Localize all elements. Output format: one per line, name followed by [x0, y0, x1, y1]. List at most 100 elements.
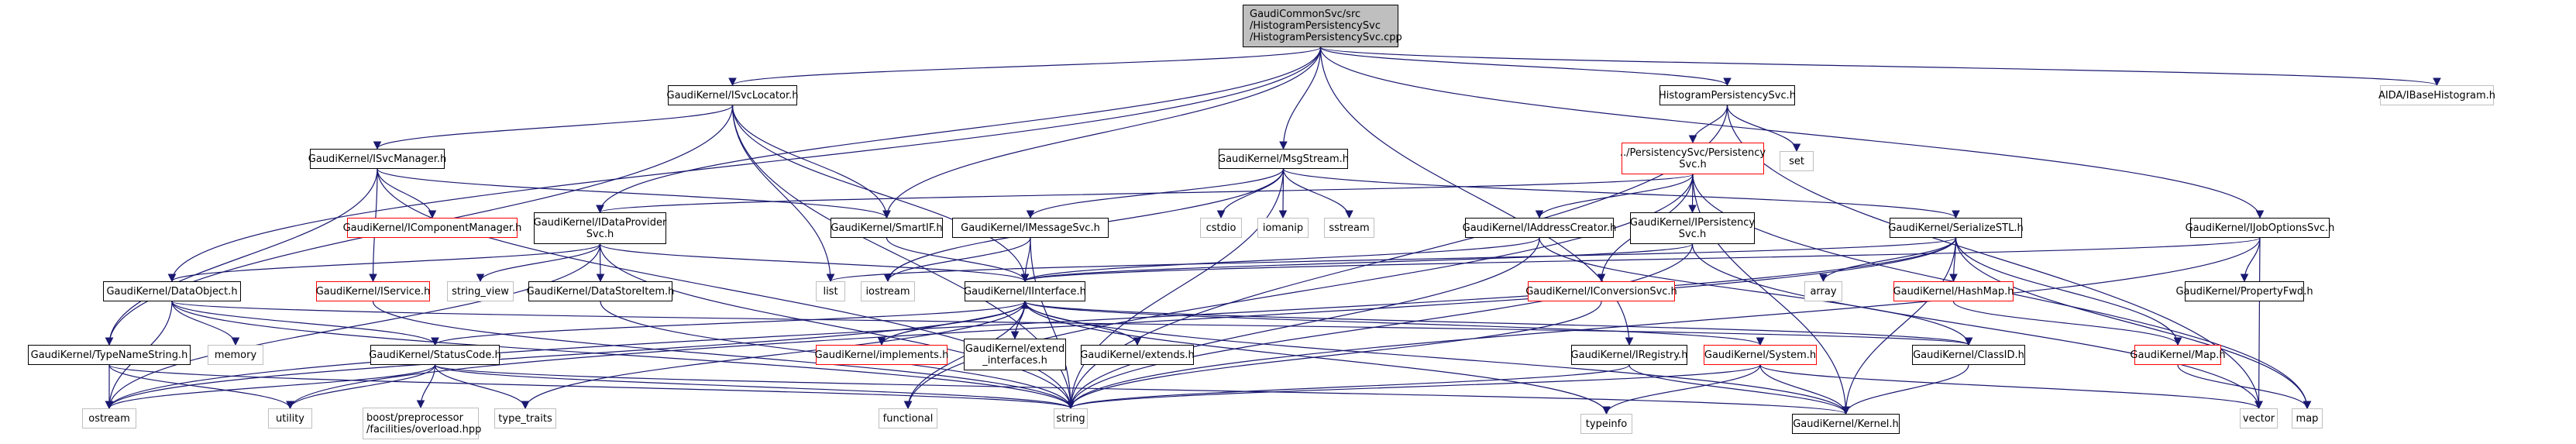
node-label: GaudiCommonSvc/src /HistogramPersistency… — [1250, 9, 1402, 43]
node-label: GaudiKernel/DataStoreItem.h — [526, 285, 675, 298]
edge-iaddresscreator-to-string — [1066, 237, 1540, 410]
edge-root-to-idataprovidersvc — [596, 46, 1322, 214]
node-implements[interactable]: GaudiKernel/implements.h — [814, 345, 949, 365]
node-icomponentmanager[interactable]: GaudiKernel/IComponentManager.h — [343, 218, 521, 238]
node-ijoboptionssvc[interactable]: GaudiKernel/IJobOptionsSvc.h — [2186, 218, 2334, 238]
edge-root-to-ijoboptionssvc — [1319, 46, 2265, 219]
edge-ipersistencysvc-to-string — [1066, 243, 1694, 410]
node-label: HistogramPersistencySvc.h — [1659, 89, 1796, 102]
edge-classid-to-kernel — [1842, 364, 1969, 415]
edge-serializestl-to-utility — [286, 237, 1957, 410]
edge-serializestl-to-kernel — [1842, 237, 1957, 415]
node-label: GaudiKernel/IMessageSvc.h — [961, 222, 1100, 234]
node-iaddresscreator[interactable]: GaudiKernel/IAddressCreator.h — [1463, 218, 1616, 238]
edge-system-to-typeinfo — [1602, 364, 1761, 415]
node-extends[interactable]: GaudiKernel/extends.h — [1080, 345, 1195, 365]
node-label: list — [823, 285, 838, 298]
node-msgstream[interactable]: GaudiKernel/MsgStream.h — [1218, 149, 1350, 169]
edge-serializestl-to-array — [1819, 237, 1957, 283]
edge-root-to-aida — [1319, 46, 2441, 87]
node-statuscode[interactable]: GaudiKernel/StatusCode.h — [369, 345, 501, 365]
node-persistencysvc[interactable]: ../PersistencySvc/Persistency Svc.h — [1620, 143, 1766, 174]
edge-dataobject-to-classid — [171, 301, 1972, 346]
edge-root-to-dataobject — [167, 46, 1322, 283]
edge-persistencysvc-to-iaddresscreator — [1535, 174, 1694, 219]
node-isvclocator[interactable]: GaudiKernel/ISvcLocator.h — [667, 85, 798, 105]
node-list: list — [816, 281, 845, 301]
node-memory: memory — [208, 345, 263, 365]
node-serializestl[interactable]: GaudiKernel/SerializeSTL.h — [1888, 218, 2024, 238]
node-label: string_view — [452, 285, 509, 298]
edge-statuscode-to-ostream — [105, 364, 436, 410]
node-label: GaudiKernel/IConversionSvc.h — [1525, 285, 1677, 298]
node-label: cstdio — [1205, 222, 1236, 234]
edge-typenamestring-to-utility — [108, 364, 294, 410]
node-string-view: string_view — [447, 281, 514, 301]
node-datastoreitem[interactable]: GaudiKernel/DataStoreItem.h — [526, 281, 675, 301]
node-label: GaudiKernel/IPersistency Svc.h — [1629, 216, 1756, 240]
edge-idataprovidersvc-to-iinterface — [599, 243, 1030, 283]
edge-root-to-smartif — [882, 46, 1322, 219]
node-smartif[interactable]: GaudiKernel/SmartIF.h — [831, 218, 943, 238]
node-label: GaudiKernel/HashMap.h — [1893, 285, 2014, 298]
edge-system-to-string — [1066, 364, 1761, 410]
edge-iconversionsvc-to-string — [1066, 301, 1602, 410]
edge-hashmap-to-map_h — [1952, 301, 2182, 346]
node-label: GaudiKernel/PropertyFwd.h — [2175, 285, 2313, 298]
edge-typenamestring-to-string — [108, 364, 1075, 410]
node-iservice[interactable]: GaudiKernel/IService.h — [316, 281, 430, 301]
node-label: GaudiKernel/TypeNameString.h — [30, 349, 188, 361]
edge-imessagesvc-to-iinterface — [1020, 237, 1031, 283]
node-label: GaudiKernel/ClassID.h — [1913, 349, 2024, 361]
edge-serializestl-to-list — [827, 237, 1957, 283]
edge-dataobject-to-string — [171, 301, 1075, 410]
edge-ijoboptionssvc-to-vector — [2254, 237, 2263, 410]
node-typenamestring[interactable]: GaudiKernel/TypeNameString.h — [28, 345, 191, 365]
node-label: GaudiKernel/DataObject.h — [106, 285, 238, 298]
node-extend-interfaces[interactable]: GaudiKernel/extend _interfaces.h — [964, 339, 1066, 370]
edge-isvclocator-to-list — [731, 105, 835, 283]
node-iostream: iostream — [861, 281, 915, 301]
node-hashmap[interactable]: GaudiKernel/HashMap.h — [1893, 281, 2014, 301]
edge-system-to-vector — [1759, 364, 2263, 410]
node-map: map — [2292, 408, 2323, 429]
node-label: GaudiKernel/implements.h — [814, 349, 949, 361]
edge-isvclocator-to-isvcmanager — [373, 105, 734, 150]
edge-imessagesvc-to-iostream — [883, 237, 1031, 283]
edge-msgstream-to-string — [1066, 168, 1285, 410]
edge-ipersistencysvc-to-iinterface — [1020, 243, 1694, 283]
node-aida-ibasehistogram: AIDA/IBaseHistogram.h — [2378, 85, 2495, 105]
edge-smartif-to-iinterface — [886, 237, 1030, 283]
node-label: ostream — [88, 412, 130, 425]
node-histogrampersistencysvc-h[interactable]: HistogramPersistencySvc.h — [1659, 85, 1796, 105]
node-dataobject[interactable]: GaudiKernel/DataObject.h — [103, 281, 241, 301]
node-idataprovidersvc[interactable]: GaudiKernel/IDataProvider Svc.h — [534, 212, 666, 244]
node-classid[interactable]: GaudiKernel/ClassID.h — [1912, 345, 2025, 365]
edge-serializestl-to-map — [1955, 237, 2312, 410]
edge-root-to-histsvc_h — [1319, 46, 1732, 87]
node-propertyfwd[interactable]: GaudiKernel/PropertyFwd.h — [2175, 281, 2313, 301]
node-iomanip: iomanip — [1257, 218, 1309, 238]
node-kernel[interactable]: GaudiKernel/Kernel.h — [1792, 414, 1900, 434]
node-label: GaudiKernel/IComponentManager.h — [342, 222, 522, 234]
node-ipersistencysvc[interactable]: GaudiKernel/IPersistency Svc.h — [1630, 212, 1755, 244]
node-label: map — [2296, 412, 2319, 425]
node-isvcmanager[interactable]: GaudiKernel/ISvcManager.h — [308, 149, 446, 169]
node-system[interactable]: GaudiKernel/System.h — [1704, 345, 1817, 365]
node-label: GaudiKernel/MsgStream.h — [1218, 153, 1350, 165]
node-label: utility — [276, 412, 304, 425]
node-ostream: ostream — [82, 408, 136, 429]
edge-dataobject-to-statuscode — [171, 301, 439, 346]
node-root-histogrampersistencysvc-cpp[interactable]: GaudiCommonSvc/src /HistogramPersistency… — [1243, 5, 1402, 47]
edge-iinterface-to-type_traits — [521, 301, 1026, 410]
node-iregistry[interactable]: GaudiKernel/IRegistry.h — [1571, 345, 1687, 365]
node-label: boost/preprocessor /facilities/overload.… — [366, 411, 482, 435]
node-iinterface[interactable]: GaudiKernel/IInterface.h — [964, 281, 1086, 301]
node-iconversionsvc[interactable]: GaudiKernel/IConversionSvc.h — [1525, 281, 1677, 301]
edge-msgstream-to-imessagesvc — [1026, 168, 1285, 219]
node-vector: vector — [2240, 408, 2278, 429]
node-imessagesvc[interactable]: GaudiKernel/IMessageSvc.h — [952, 218, 1109, 238]
node-array: array — [1804, 281, 1842, 301]
node-map-h[interactable]: GaudiKernel/Map.h — [2130, 345, 2226, 365]
edge-histsvc_h-to-persistencysvc — [1688, 105, 1728, 144]
